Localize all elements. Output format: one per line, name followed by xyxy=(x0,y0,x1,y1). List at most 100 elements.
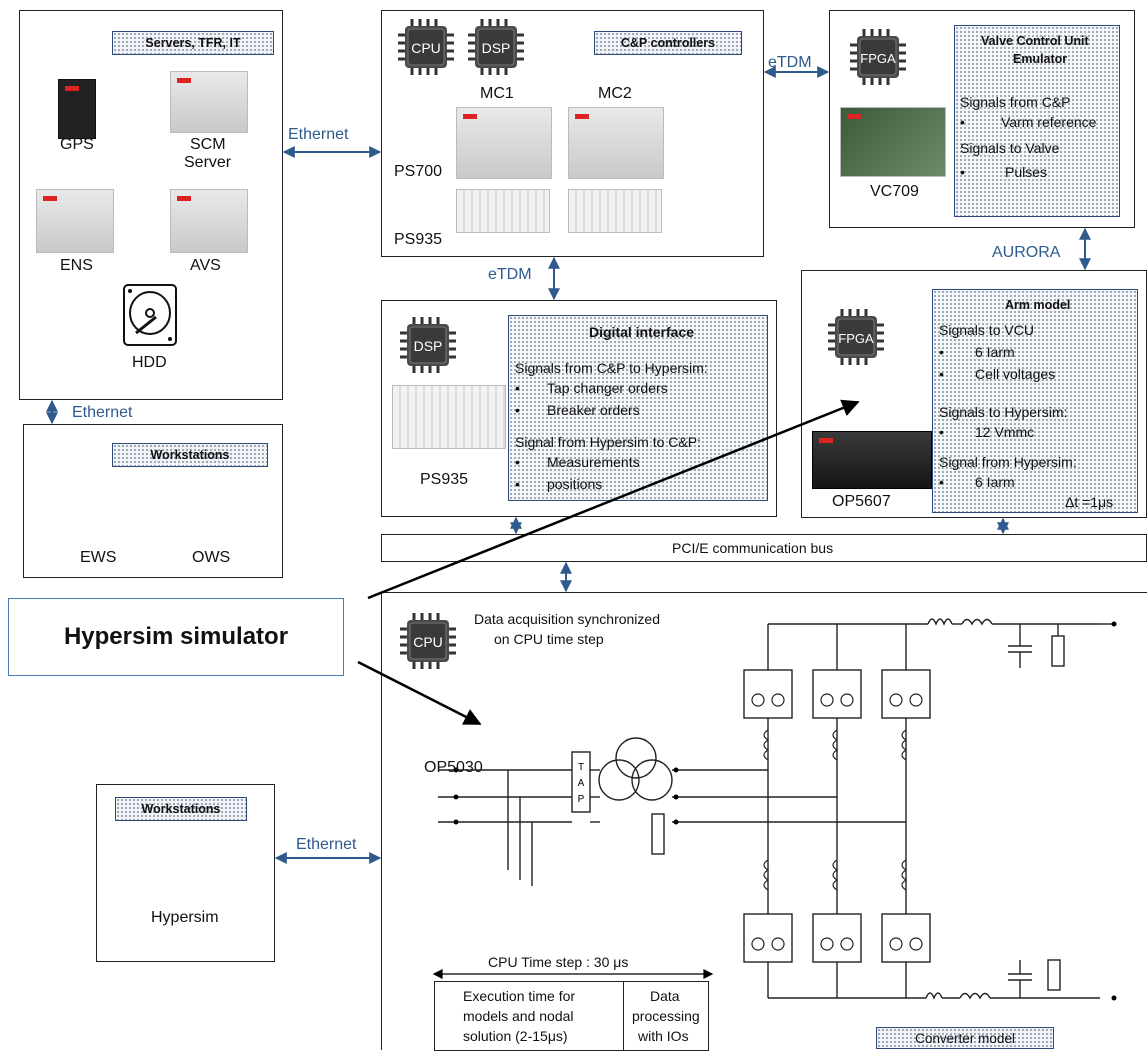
arm-title: Arm model xyxy=(1005,298,1071,312)
scm-server-image xyxy=(170,71,248,133)
di-ps935-device xyxy=(392,385,506,449)
tap-letter-p: P xyxy=(578,794,585,805)
data-line-1: Data xyxy=(650,988,680,1004)
ps935-device-1 xyxy=(456,189,550,233)
hdd-icon xyxy=(123,284,177,346)
workstations-bottom-title: Workstations xyxy=(115,797,247,821)
arm-cell-voltages: Cell voltages xyxy=(975,366,1056,382)
pcie-bus: PCI/E communication bus xyxy=(381,534,1147,562)
vc709-board-image xyxy=(840,107,946,177)
pcie-bus-label: PCI/E communication bus xyxy=(672,540,834,556)
vcu-fpga-chip-label: FPGA xyxy=(860,51,896,66)
etdm-down-label: eTDM xyxy=(488,266,532,283)
vcu-bullet-2: • xyxy=(960,164,965,180)
tap-letter-a: A xyxy=(578,778,585,789)
op5607-device-image xyxy=(812,431,932,489)
dsp-chip-label: DSP xyxy=(482,40,511,56)
arm-vmmc: 12 Vmmc xyxy=(975,424,1035,440)
arm-iarm-2: 6 Iarm xyxy=(975,474,1015,490)
servers-box: Servers, TFR, IT GPS SCM Server ENS AVS … xyxy=(19,10,283,400)
vcu-signals-from-cp: Signals from C&P xyxy=(960,94,1071,110)
di-tap-changer-orders: Tap changer orders xyxy=(547,380,668,396)
tap-letter-t: T xyxy=(578,762,584,773)
arm-iarm-1: 6 Iarm xyxy=(975,344,1015,360)
digital-interface-box: DSP PS935 Digital interface Signals from… xyxy=(381,300,777,517)
arm-sig-from-hs: Signal from Hypersim: xyxy=(939,454,1077,470)
ews-label: EWS xyxy=(80,549,117,566)
scm-server-label: Server xyxy=(184,154,232,171)
cp-controllers-box: C&P controllers CPU DSP MC1 MC2 PS700 PS… xyxy=(381,10,764,257)
cpu-chip-icon: CPU xyxy=(398,19,454,75)
arm-bullet-1: • xyxy=(939,344,944,360)
exec-time-cell: Execution time for models and nodal solu… xyxy=(434,981,624,1051)
exec-line-1: Execution time for xyxy=(463,988,576,1004)
timestep-label: CPU Time step : 30 μs xyxy=(488,954,629,970)
arm-delta-t: Δt =1μs xyxy=(1065,494,1114,510)
arrow-to-fpga xyxy=(367,399,860,600)
exec-line-2: models and nodal xyxy=(463,1008,574,1024)
workstations-top-box: Workstations EWS OWS xyxy=(23,424,283,578)
arm-bullet-3: • xyxy=(939,424,944,440)
di-bullet-3: • xyxy=(515,454,520,470)
di-ps935-label: PS935 xyxy=(420,471,469,488)
di-title: Digital interface xyxy=(589,324,695,340)
ethernet-top-label: Ethernet xyxy=(288,126,349,143)
ps700-label: PS700 xyxy=(394,163,443,180)
hypersim-simulator-label: Hypersim simulator xyxy=(8,598,344,676)
scm-label: SCM xyxy=(190,136,226,153)
arm-model-box: FPGA OP5607 Arm model Signals to VCU • 6… xyxy=(801,270,1147,518)
di-dsp-chip-icon: DSP xyxy=(400,317,456,373)
vcu-pulses: Pulses xyxy=(1005,164,1048,180)
di-sig-hs-to-cp: Signal from Hypersim to C&P: xyxy=(515,434,701,450)
ethernet-bottom-label: Ethernet xyxy=(296,836,357,853)
di-breaker-orders: Breaker orders xyxy=(547,402,640,418)
fpga-chip-icon: FPGA xyxy=(850,29,906,85)
arm-sig-to-hs: Signals to Hypersim: xyxy=(939,404,1068,420)
data-line-3: with IOs xyxy=(638,1028,689,1044)
vcu-signals-to-valve: Signals to Valve xyxy=(960,140,1060,156)
di-bullet-1: • xyxy=(515,380,520,396)
exec-line-3: solution (2-15μs) xyxy=(463,1028,568,1044)
op5030-label: OP5030 xyxy=(424,759,483,776)
arrow-to-op5030 xyxy=(357,660,482,726)
vc709-label: VC709 xyxy=(870,183,919,200)
vcu-title-line1: Valve Control Unit xyxy=(981,34,1089,48)
ps935-label: PS935 xyxy=(394,231,443,248)
arm-bullet-2: • xyxy=(939,366,944,382)
dsp-chip-icon: DSP xyxy=(468,19,524,75)
arm-fpga-chip-label: FPGA xyxy=(838,331,874,346)
aurora-label: AURORA xyxy=(992,244,1061,261)
cp-title: C&P controllers xyxy=(594,31,742,55)
servers-title: Servers, TFR, IT xyxy=(112,31,274,55)
gps-device-image xyxy=(58,79,96,139)
daq-line-1: Data acquisition synchronized xyxy=(474,611,660,627)
arm-text-panel: Arm model Signals to VCU • 6 Iarm • Cell… xyxy=(932,289,1138,513)
vcu-text-panel: Valve Control Unit Emulator Signals from… xyxy=(954,25,1120,217)
di-text-panel: Digital interface Signals from C&P to Hy… xyxy=(508,315,768,501)
workstations-bottom-box: Workstations Hypersim xyxy=(96,784,275,962)
main-cpu-chip-label: CPU xyxy=(413,634,443,650)
ows-label: OWS xyxy=(192,549,231,566)
op5607-label: OP5607 xyxy=(832,493,891,510)
ens-label: ENS xyxy=(60,257,93,274)
daq-line-2: on CPU time step xyxy=(494,631,604,647)
gps-label: GPS xyxy=(60,136,94,153)
di-dsp-chip-label: DSP xyxy=(414,338,443,354)
ethernet-left-label: Ethernet xyxy=(72,404,133,421)
vcu-emulator-box: FPGA VC709 Valve Control Unit Emulator S… xyxy=(829,10,1135,228)
hdd-label: HDD xyxy=(132,354,167,371)
vcu-bullet-1: • xyxy=(960,114,965,130)
avs-label: AVS xyxy=(190,257,221,274)
di-bullet-2: • xyxy=(515,402,520,418)
main-cpu-chip-icon: CPU xyxy=(400,613,456,669)
data-line-2: processing xyxy=(632,1008,700,1024)
di-positions: positions xyxy=(547,476,603,492)
di-bullet-4: • xyxy=(515,476,520,492)
vcu-title-line2: Emulator xyxy=(1013,52,1068,66)
ps700-device-2 xyxy=(568,107,664,179)
avs-server-image xyxy=(170,189,248,253)
ens-server-image xyxy=(36,189,114,253)
data-processing-cell: Data processing with IOs xyxy=(623,981,709,1051)
ps700-device-1 xyxy=(456,107,552,179)
